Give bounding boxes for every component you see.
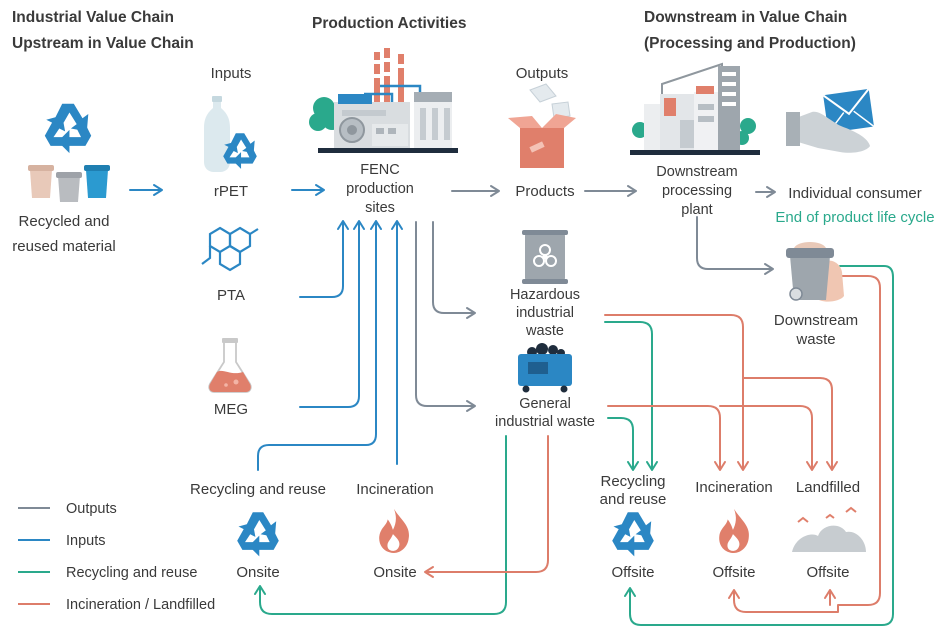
recycled-label-2: reused material xyxy=(12,238,115,255)
hand-envelope-icon xyxy=(786,88,875,153)
onsite-incineration-title: Incineration xyxy=(356,481,434,498)
flask-icon xyxy=(208,338,252,393)
downstream-waste-label-2: waste xyxy=(795,331,835,348)
header-industrial-value-chain: Industrial Value Chain xyxy=(12,9,174,26)
factory-icon xyxy=(309,48,458,153)
products-label: Products xyxy=(515,183,574,200)
offsite-recycling-title-1: Recycling xyxy=(600,473,665,490)
fire-icon xyxy=(719,508,749,553)
downstream-waste-label-1: Downstream xyxy=(774,312,858,329)
meg-node: MEG xyxy=(208,338,252,418)
onsite-recycling-node: Recycling and reuse Onsite xyxy=(190,481,326,581)
onsite-incineration-sub: Onsite xyxy=(373,564,416,581)
recycle-icon xyxy=(612,512,654,557)
products-node: Products xyxy=(508,83,576,200)
legend-label: Inputs xyxy=(66,533,106,549)
header-downstream-sub: (Processing and Production) xyxy=(644,35,856,52)
hazardous-node: Hazardous industrial waste xyxy=(510,230,580,339)
recycling-connectors xyxy=(254,265,894,626)
offsite-recycling-node: Recycling and reuse Offsite xyxy=(600,473,667,581)
legend-label: Outputs xyxy=(66,501,117,517)
offsite-incineration-title: Incineration xyxy=(695,479,773,496)
general-label-1: General xyxy=(519,396,571,412)
trash-can-icon xyxy=(786,242,844,302)
fenc-label-1: FENC xyxy=(360,162,399,178)
dumpster-icon xyxy=(518,343,572,393)
box-icon xyxy=(508,83,576,168)
recycled-material-node: Recycled and reused material xyxy=(12,103,116,255)
hexagon-molecule-icon xyxy=(201,226,259,272)
bottle-recycle-icon xyxy=(204,96,257,172)
landfill-icon xyxy=(792,506,866,552)
legend-label: Recycling and reuse xyxy=(66,565,197,581)
onsite-incineration-node: Incineration Onsite xyxy=(356,481,434,581)
consumer-label: Individual consumer xyxy=(788,185,921,202)
rpet-node: rPET xyxy=(204,96,257,200)
header-production-activities: Production Activities xyxy=(312,15,466,32)
downstream-plant-label-3: plant xyxy=(681,202,712,218)
pta-label: PTA xyxy=(217,287,245,304)
downstream-plant-label-2: processing xyxy=(662,183,732,199)
hazardous-label-1: Hazardous xyxy=(510,287,580,303)
general-node: General industrial waste xyxy=(495,343,595,430)
legend-label: Incineration / Landfilled xyxy=(66,597,215,613)
onsite-recycling-title: Recycling and reuse xyxy=(190,481,326,498)
downstream-plant-label-1: Downstream xyxy=(656,164,737,180)
recycle-bins-icon xyxy=(28,103,110,202)
offsite-incineration-node: Incineration Offsite xyxy=(695,479,773,581)
rpet-label: rPET xyxy=(214,183,248,200)
offsite-landfilled-title: Landfilled xyxy=(796,479,860,496)
downstream-plant-node: Downstream processing plant xyxy=(630,62,760,218)
end-of-life-label: End of product life cycle xyxy=(775,209,934,226)
fenc-label-2: production xyxy=(346,181,414,197)
header-downstream: Downstream in Value Chain xyxy=(644,9,847,26)
offsite-landfilled-node: Landfilled Offsite xyxy=(792,479,866,581)
hazardous-label-2: industrial xyxy=(516,305,574,321)
plant-icon xyxy=(630,62,760,155)
downstream-waste-node: Downstream waste xyxy=(774,242,858,348)
recycled-label-1: Recycled and xyxy=(19,213,110,230)
header-upstream: Upstream in Value Chain xyxy=(12,35,194,52)
recycle-icon xyxy=(237,512,279,557)
offsite-incineration-sub: Offsite xyxy=(712,564,755,581)
connectors xyxy=(129,184,894,626)
legend-item-outputs: Outputs xyxy=(18,501,117,517)
outputs-heading: Outputs xyxy=(516,65,569,82)
fenc-node: FENC production sites xyxy=(309,48,458,216)
legend-item-incineration: Incineration / Landfilled xyxy=(18,597,215,613)
biohazard-barrel-icon xyxy=(522,230,568,284)
legend-item-inputs: Inputs xyxy=(18,533,106,549)
pta-node: PTA xyxy=(201,226,259,304)
legend-item-recycling: Recycling and reuse xyxy=(18,565,197,581)
fire-icon xyxy=(379,508,409,553)
inputs-heading: Inputs xyxy=(211,65,252,82)
consumer-node: Individual consumer End of product life … xyxy=(775,88,935,226)
output-connectors xyxy=(415,185,776,412)
offsite-recycling-sub: Offsite xyxy=(611,564,654,581)
fenc-label-3: sites xyxy=(365,200,395,216)
legend: Outputs Inputs Recycling and reuse Incin… xyxy=(18,501,215,613)
general-label-2: industrial waste xyxy=(495,414,595,430)
offsite-landfilled-sub: Offsite xyxy=(806,564,849,581)
input-connectors xyxy=(129,184,403,471)
incineration-connectors xyxy=(424,275,881,613)
onsite-recycling-sub: Onsite xyxy=(236,564,279,581)
offsite-recycling-title-2: and reuse xyxy=(600,491,667,508)
meg-label: MEG xyxy=(214,401,248,418)
hazardous-label-3: waste xyxy=(525,323,564,339)
